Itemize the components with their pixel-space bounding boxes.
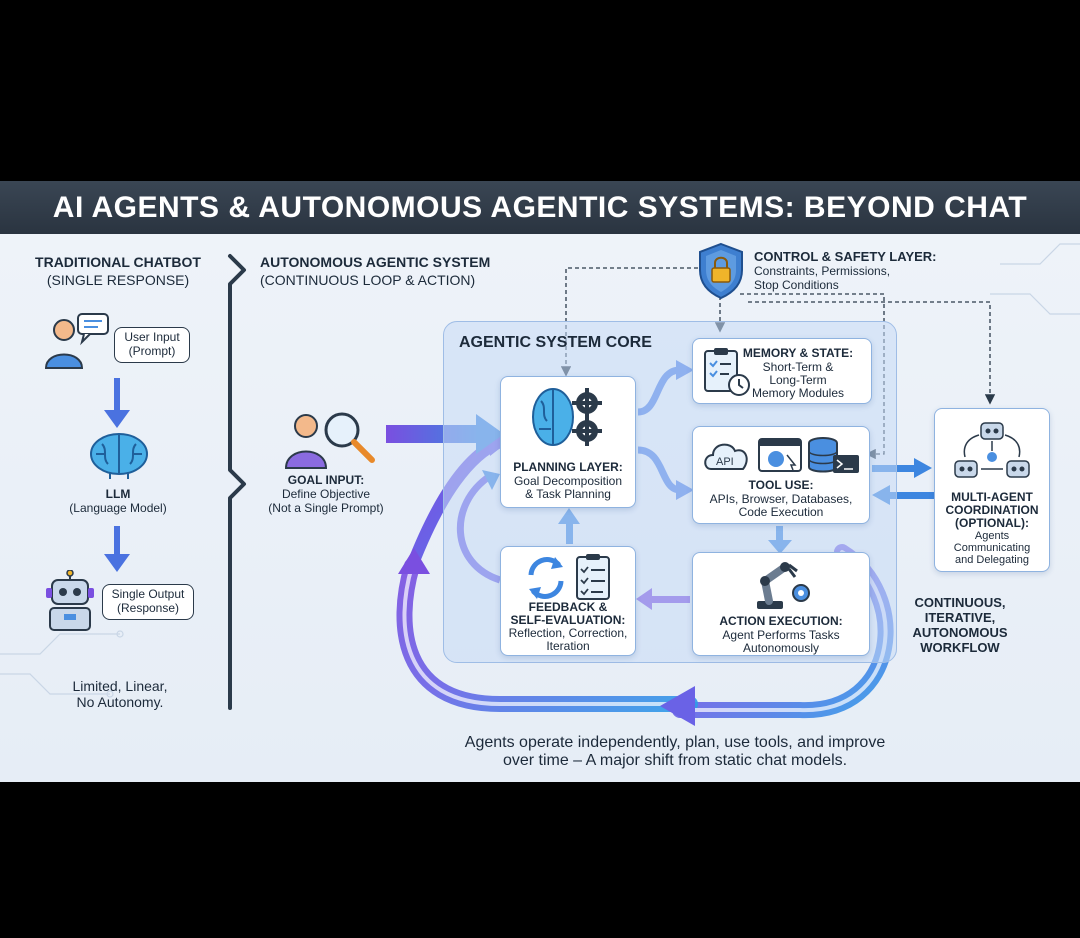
memory-title: MEMORY & STATE: (742, 346, 854, 360)
footer-line1: Agents operate independently, plan, use … (464, 734, 886, 751)
chatbot-heading-line1: TRADITIONAL CHATBOT (35, 254, 201, 270)
circuit-decoration (0, 243, 1080, 698)
memory-card: MEMORY & STATE: Short-Term & Long-Term M… (692, 338, 872, 404)
planning-line2: & Task Planning (525, 487, 611, 501)
goal-input-line1: Define Objective (281, 487, 371, 501)
chatbot-summary: Limited, Linear, No Autonomy. (30, 678, 210, 710)
feedback-title2: SELF-EVALUATION: (510, 613, 626, 627)
brain-icon (90, 433, 148, 479)
panel-divider (228, 254, 246, 710)
user-input-bubble: User Input (Prompt) (114, 327, 190, 363)
goal-input-line2: (Not a Single Prompt) (268, 501, 384, 515)
robot-arm-icon (757, 562, 810, 609)
loop-line2: ITERATIVE, (924, 609, 996, 625)
chatbot-subheading: (SINGLE RESPONSE) (46, 272, 190, 288)
memory-clipboard-icon (704, 348, 750, 396)
multi-title1: MULTI-AGENT (951, 490, 1033, 504)
planning-title: PLANNING LAYER: (513, 460, 623, 474)
feedback-line2: Iteration (546, 639, 590, 653)
core-title: AGENTIC SYSTEM CORE (459, 334, 652, 351)
shield-lock-icon (699, 242, 743, 300)
action-line2: Autonomously (742, 641, 820, 655)
tool-line1: APIs, Browser, Databases, (709, 492, 853, 506)
chatbot-flow-arrows (104, 378, 130, 572)
multi-agent-card: MULTI-AGENT COORDINATION (OPTIONAL): Age… (934, 408, 1050, 572)
browser-icon (758, 438, 802, 472)
feedback-title1: FEEDBACK & (528, 600, 608, 614)
memory-line2: Long-Term (769, 373, 827, 387)
api-cloud-icon: API (704, 443, 748, 470)
output-line2: (Response) (116, 600, 180, 615)
action-title: ACTION EXECUTION: (719, 614, 843, 628)
output-line1: Single Output (111, 587, 185, 601)
title-bar: AI AGENTS & AUTONOMOUS AGENTIC SYSTEMS: … (0, 181, 1080, 234)
llm-title: LLM (105, 487, 131, 501)
loop-arrowhead-up (398, 548, 430, 574)
agentic-subheading: (CONTINUOUS LOOP & ACTION) (260, 272, 476, 288)
diagram-canvas: TRADITIONAL CHATBOT (SINGLE RESPONSE) Us… (0, 234, 1080, 782)
goal-input-title: GOAL INPUT: (287, 473, 365, 487)
user-search-icon (284, 412, 375, 469)
memory-line1: Short-Term & (762, 360, 834, 374)
feedback-line1: Reflection, Correction, (508, 626, 628, 640)
footer-line2: over time – A major shift from static ch… (502, 752, 848, 770)
summary-line2: No Autonomy. (76, 694, 164, 711)
user-input-line1: User Input (124, 330, 180, 344)
safety-title: CONTROL & SAFETY LAYER: (754, 249, 937, 264)
loop-line3: AUTONOMOUS (912, 624, 1008, 640)
tool-title: TOOL USE: (748, 478, 814, 492)
single-output-bubble: Single Output (Response) (102, 584, 194, 620)
agentic-heading: AUTONOMOUS AGENTIC SYSTEM (260, 254, 491, 270)
memory-line3: Memory Modules (751, 386, 845, 400)
safety-line1: Constraints, Permissions, (754, 264, 891, 278)
planning-line1: Goal Decomposition (513, 474, 623, 488)
tool-use-card: API TOOL USE: APIs, Browser, Databases, … (692, 426, 870, 524)
loop-line4: WORKFLOW (920, 639, 1000, 655)
brain-gears-icon (532, 388, 602, 446)
terminal-icon (833, 455, 859, 473)
footer-caption: Agents operate independently, plan, use … (380, 734, 970, 771)
multi-title2: COORDINATION (945, 503, 1039, 517)
loop-arrowhead-left (660, 686, 695, 726)
action-line1: Agent Performs Tasks (722, 628, 840, 642)
loop-line1: CONTINUOUS, (914, 595, 1006, 610)
user-input-line2: (Prompt) (128, 343, 176, 358)
tool-icons-row: API (704, 437, 859, 473)
multi-title3: (OPTIONAL): (955, 516, 1029, 530)
page-title: AI AGENTS & AUTONOMOUS AGENTIC SYSTEMS: … (52, 190, 1028, 224)
database-icon (808, 437, 838, 473)
multi-agent-icon (954, 422, 1030, 478)
tool-line2: Code Execution (738, 505, 824, 519)
multi-line2: Communicating (953, 542, 1031, 554)
api-label: API (716, 456, 734, 468)
chatbot-heading: TRADITIONAL CHATBOT (18, 254, 218, 270)
action-card: ACTION EXECUTION: Agent Performs Tasks A… (692, 552, 870, 656)
summary-line1: Limited, Linear, (72, 678, 168, 694)
multi-line3: and Delegating (954, 554, 1029, 566)
refresh-checklist-icon (528, 554, 610, 600)
user-chat-icon (44, 313, 109, 369)
planning-card: PLANNING LAYER: Goal Decomposition & Tas… (500, 376, 636, 508)
feedback-card: FEEDBACK & SELF-EVALUATION: Reflection, … (500, 546, 636, 656)
safety-line2: Stop Conditions (754, 278, 839, 292)
llm-subtitle: (Language Model) (69, 501, 167, 515)
loop-label: CONTINUOUS, ITERATIVE, AUTONOMOUS WORKFL… (900, 595, 1020, 656)
robot-icon (46, 570, 94, 631)
multi-line1: Agents (974, 530, 1010, 542)
